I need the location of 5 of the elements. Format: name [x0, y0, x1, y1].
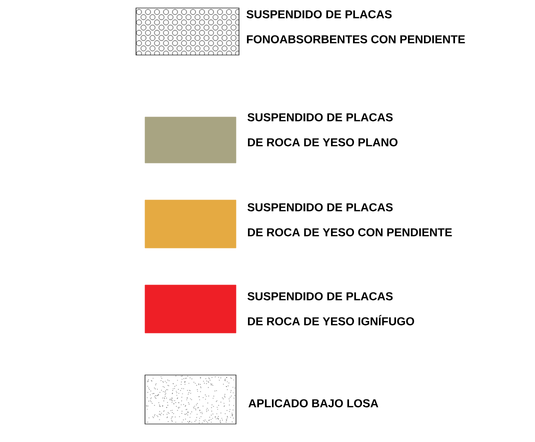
legend-label: SUSPENDIDO DE PLACAS DE ROCA DE YESO PLANO — [248, 113, 398, 146]
legend-label: APLICADO BAJO LOSA — [248, 399, 378, 408]
legend-label: SUSPENDIDO DE PLACAS DE ROCA DE YESO CON PENDIENTE — [248, 203, 452, 236]
legend-label: SUSPENDIDO DE PLACAS FONOABSORBENTES CON PENDIENTE — [246, 10, 465, 44]
legend-label: SUSPENDIDO DE PLACAS DE ROCA DE YESO IGNÍFUGO — [248, 292, 414, 326]
